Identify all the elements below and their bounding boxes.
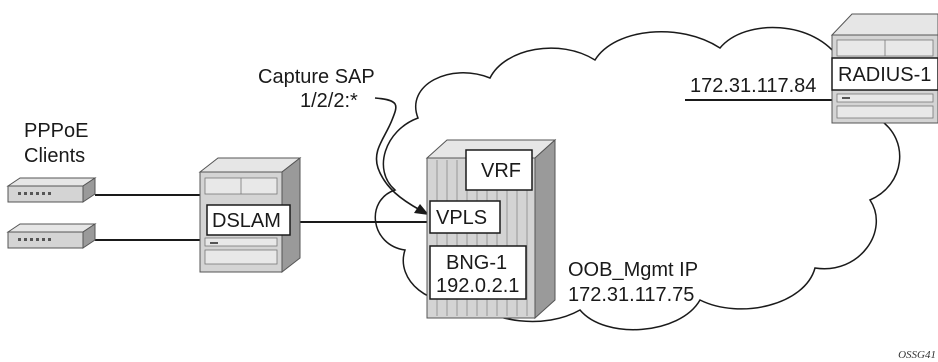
vpls-label: VPLS [436,207,487,229]
figure-id: OSSG41 [898,349,936,361]
pppoe-clients-label-line1: PPPoE [24,120,88,142]
vrf-box [465,149,533,191]
pppoe-client-2 [6,223,97,249]
vpls-box [429,200,501,234]
radius-label-box [831,57,938,91]
dslam-label-box [206,204,291,236]
capture-sap-label-line2: 1/2/2:* [300,90,358,112]
capture-sap-label-line1: Capture SAP [258,66,375,88]
capture-sap-arrow [374,97,421,211]
vrf-label: VRF [481,160,521,182]
bng-ip-label: 192.0.2.1 [436,275,519,297]
radius-link-ip-label: 172.31.117.84 [690,75,816,97]
bng-name-label: BNG-1 [446,252,507,274]
bng-name-box [429,245,527,300]
radius-label: RADIUS-1 [838,64,931,86]
capture-sap-arrowhead [414,204,429,215]
pppoe-clients-label-line2: Clients [24,145,85,167]
oob-mgmt-label-line2: 172.31.117.75 [568,284,694,306]
pppoe-client-1 [6,177,97,203]
oob-mgmt-label-line1: OOB_Mgmt IP [568,259,698,281]
dslam-label: DSLAM [212,210,281,232]
